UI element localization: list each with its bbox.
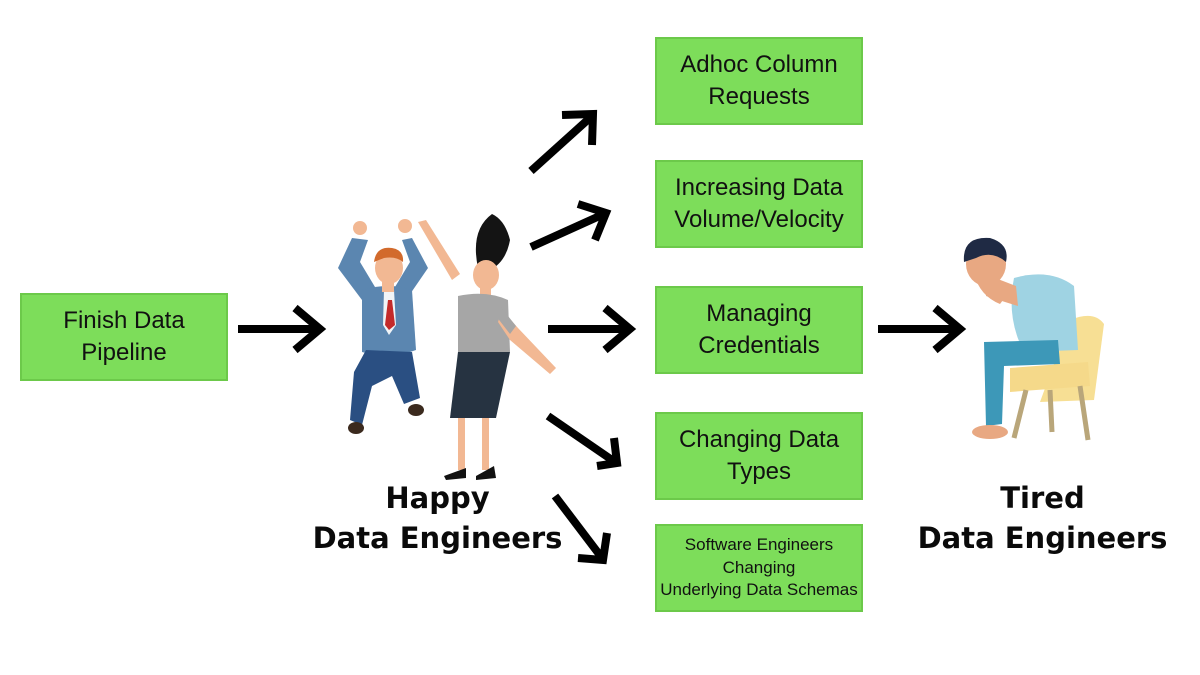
challenge-label: Managing Credentials [698,300,820,359]
challenge-label: Adhoc Column Requests [680,51,838,110]
arrow-to-adhoc-icon [528,109,598,174]
arrow-to-types-icon [545,412,622,470]
happy-engineers-caption: Happy Data Engineers [312,481,563,556]
start-box-label: Finish Data Pipeline [63,307,185,366]
arrow-start-to-happy-icon [238,304,327,354]
challenge-box-increasing-data-volume: Increasing Data Volume/Velocity [655,160,863,248]
arrow-to-credentials-icon [548,304,637,354]
challenge-label: Increasing Data Volume/Velocity [674,174,844,233]
arrow-credentials-to-tired-icon [878,304,967,354]
challenge-box-schema-changes: Software Engineers Changing Underlying D… [655,524,863,612]
challenge-label: Changing Data Types [678,426,840,485]
challenge-box-adhoc-column-requests: Adhoc Column Requests [655,37,863,125]
challenge-box-managing-credentials: Managing Credentials [655,286,863,374]
start-box-finish-data-pipeline: Finish Data Pipeline [20,293,228,381]
arrow-to-volume-icon [529,200,612,251]
tired-engineers-caption: Tired Data Engineers [917,481,1168,556]
arrow-to-schema-icon [551,493,611,565]
challenge-box-changing-data-types: Changing Data Types [655,412,863,500]
challenge-label: Software Engineers Changing Underlying D… [660,534,858,600]
